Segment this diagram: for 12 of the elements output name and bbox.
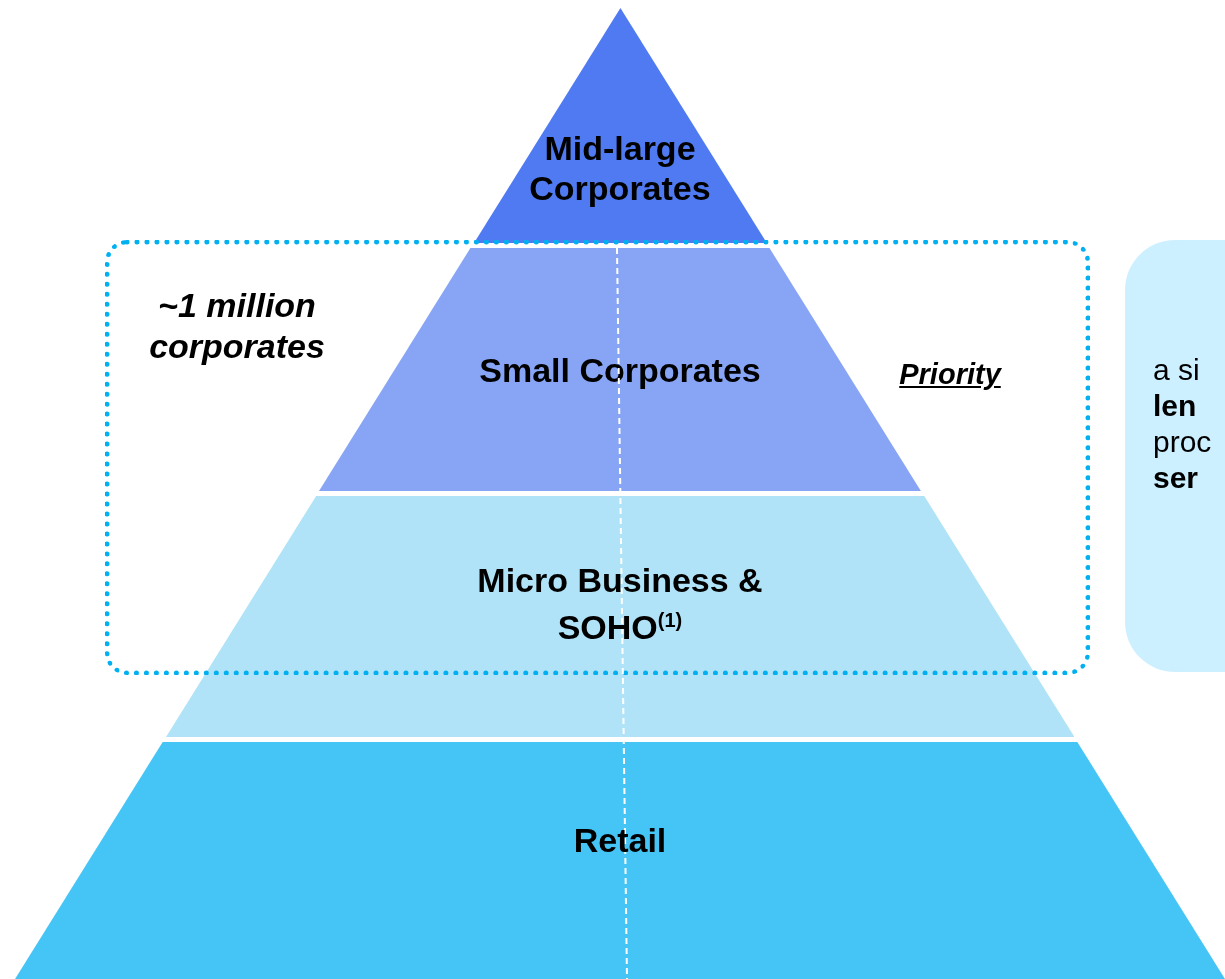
tier-label: Micro Business & SOHO$^{(1)}$ (476, 560, 764, 648)
pyramid-tier (165, 496, 1075, 737)
tier-label: Retail (572, 820, 668, 860)
info-card (1125, 240, 1225, 672)
tier-label: Mid-large Corporates (528, 128, 712, 208)
tier-label: Small Corporates (478, 350, 762, 390)
pyramid-tier (473, 8, 767, 243)
group-label: ~1 million corporates (148, 285, 326, 367)
pyramid-tier (15, 742, 1225, 979)
dotted-frame (105, 240, 1090, 675)
card-text: a si len proc ser (1153, 352, 1213, 496)
priority-label: Priority (898, 357, 1003, 392)
